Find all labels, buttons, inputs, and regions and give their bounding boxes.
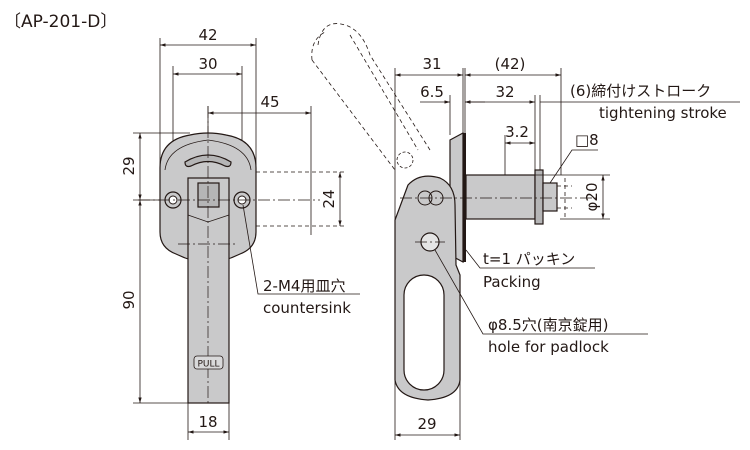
washer [534, 169, 544, 225]
dim-45: 45 [260, 93, 279, 111]
packing-label-en: Packing [483, 273, 541, 291]
dim-dia-20: φ20 [583, 183, 601, 212]
dim-3-2: 3.2 [505, 123, 529, 141]
countersink-label-jp: 2-M4用皿穴 [263, 277, 345, 295]
shaft [465, 174, 536, 220]
lever-open-phantom [311, 23, 431, 171]
padlock-label-en: hole for padlock [488, 338, 609, 356]
dim-42-ref: (42) [495, 55, 526, 73]
dim-6-5: 6.5 [420, 83, 444, 101]
stroke-label-jp: (6)締付けストローク [570, 82, 711, 100]
dim-31: 31 [422, 55, 441, 73]
drawing-title: 〔AP-201-D〕 [4, 12, 117, 32]
lever-slot [403, 274, 445, 391]
dim-24: 24 [320, 189, 338, 208]
dim-18: 18 [198, 413, 217, 431]
pull-badge-text: PULL [197, 360, 219, 370]
dim-30: 30 [198, 55, 217, 73]
countersink-label-en: countersink [263, 299, 351, 317]
padlock-label-jp: φ8.5穴(南京錠用) [488, 316, 608, 334]
stroke-label-en: tightening stroke [599, 104, 727, 122]
dim-29-lever: 29 [417, 415, 436, 433]
dim-42: 42 [198, 26, 217, 44]
square-nut [542, 182, 558, 212]
pull-badge [193, 355, 224, 370]
dim-square-8: □8 [575, 131, 599, 149]
dim-29-vertical: 29 [120, 156, 138, 175]
dim-32: 32 [495, 83, 514, 101]
packing-label-jp: t=1 パッキン [483, 250, 575, 268]
front-view: 42 30 45 PULL [120, 26, 360, 440]
dim-90: 90 [120, 290, 138, 309]
side-view: 31 (42) 6.5 32 (6)締付けストローク tightening st… [311, 23, 740, 440]
